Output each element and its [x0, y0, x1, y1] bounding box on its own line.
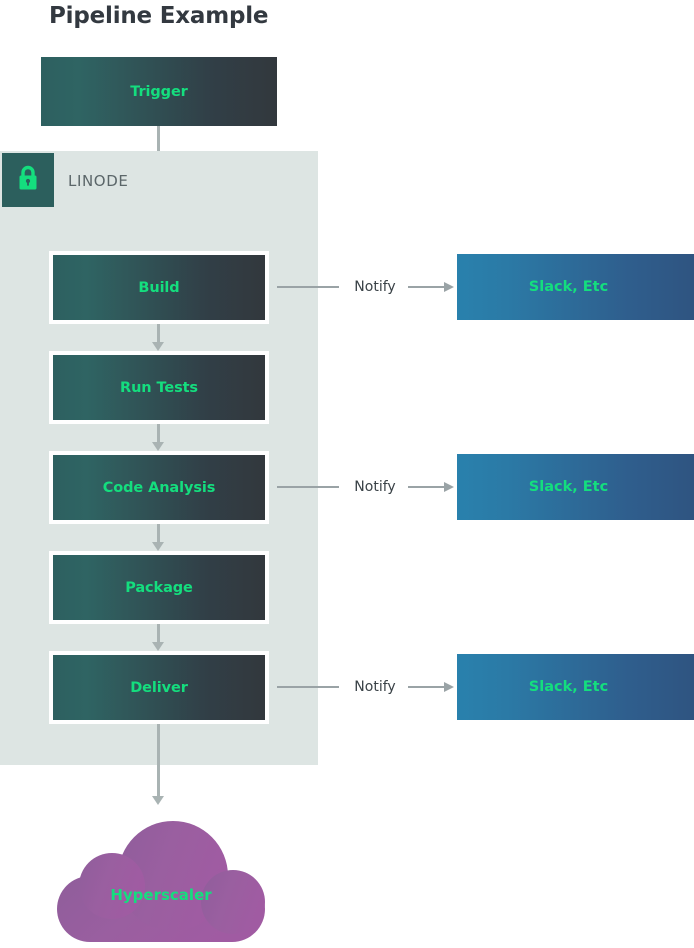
notify-label-2: Notify	[354, 679, 396, 695]
stage-label-deliver: Deliver	[130, 679, 188, 696]
stage-box-build[interactable]: Build	[49, 251, 269, 324]
connector-arrow-code-analysis-to-package	[152, 542, 164, 551]
notify-target-box-1[interactable]: Slack, Etc	[457, 454, 694, 520]
connector-line-code-analysis-to-package	[157, 524, 160, 542]
stage-box-run-tests[interactable]: Run Tests	[49, 351, 269, 424]
notify-connector-left-0	[277, 286, 339, 288]
connector-arrow-package-to-deliver	[152, 642, 164, 651]
connector-arrow-deliver-to-cloud	[152, 796, 164, 805]
stage-box-deliver[interactable]: Deliver	[49, 651, 269, 724]
notify-arrowhead-0	[444, 282, 454, 292]
connector-line-deliver-to-cloud	[157, 724, 160, 796]
notify-connector-right-0	[408, 286, 450, 288]
connector-line-build-to-run-tests	[157, 324, 160, 342]
notify-label-1: Notify	[354, 479, 396, 495]
notify-arrowhead-2	[444, 682, 454, 692]
cloud-shape[interactable]	[55, 820, 267, 944]
cloud-label: Hyperscaler	[110, 886, 212, 904]
notify-arrowhead-1	[444, 482, 454, 492]
notify-target-label-1: Slack, Etc	[528, 479, 609, 495]
notify-target-label-2: Slack, Etc	[528, 679, 609, 695]
page-title: Pipeline Example	[49, 3, 269, 29]
stage-box-trigger[interactable]: Trigger	[41, 57, 277, 126]
linode-label: LINODE	[68, 172, 129, 190]
linode-badge	[2, 153, 54, 207]
stage-box-package[interactable]: Package	[49, 551, 269, 624]
stage-box-code-analysis[interactable]: Code Analysis	[49, 451, 269, 524]
notify-target-label-0: Slack, Etc	[528, 279, 609, 295]
stage-label-package: Package	[125, 579, 193, 596]
notify-connector-right-1	[408, 486, 450, 488]
notify-label-0: Notify	[354, 279, 396, 295]
connector-arrow-build-to-run-tests	[152, 342, 164, 351]
notify-target-box-0[interactable]: Slack, Etc	[457, 254, 694, 320]
stage-label-run-tests: Run Tests	[120, 379, 198, 396]
stage-label-trigger: Trigger	[130, 83, 188, 100]
connector-line-run-tests-to-code-analysis	[157, 424, 160, 442]
notify-connector-left-1	[277, 486, 339, 488]
notify-target-box-2[interactable]: Slack, Etc	[457, 654, 694, 720]
notify-connector-right-2	[408, 686, 450, 688]
stage-label-build: Build	[138, 279, 180, 296]
connector-arrow-run-tests-to-code-analysis	[152, 442, 164, 451]
connector-line-package-to-deliver	[157, 624, 160, 642]
notify-connector-left-2	[277, 686, 339, 688]
lock-icon	[15, 164, 41, 196]
stage-label-code-analysis: Code Analysis	[102, 479, 216, 496]
